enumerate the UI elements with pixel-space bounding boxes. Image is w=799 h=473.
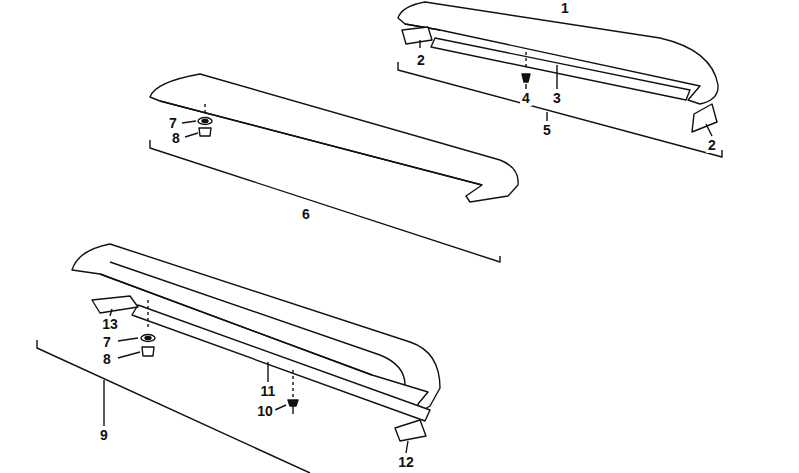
callout-number: 3 <box>551 90 563 106</box>
callout-number: 2 <box>415 52 427 68</box>
callout-number: 12 <box>396 454 416 470</box>
callout-number: 6 <box>300 206 312 222</box>
callout-number: 1 <box>559 0 571 16</box>
callout-number: 5 <box>541 122 553 138</box>
callout-number: 10 <box>255 403 275 419</box>
callout-number: 11 <box>259 383 278 399</box>
callout-number: 7 <box>101 334 113 350</box>
callout-number: 8 <box>170 130 182 146</box>
callout-number: 9 <box>98 427 110 443</box>
callout-number: 7 <box>167 115 179 131</box>
callout-number: 4 <box>520 90 532 106</box>
callout-number: 13 <box>100 316 120 332</box>
callout-number: 8 <box>101 351 113 367</box>
callout-number: 2 <box>706 137 718 153</box>
